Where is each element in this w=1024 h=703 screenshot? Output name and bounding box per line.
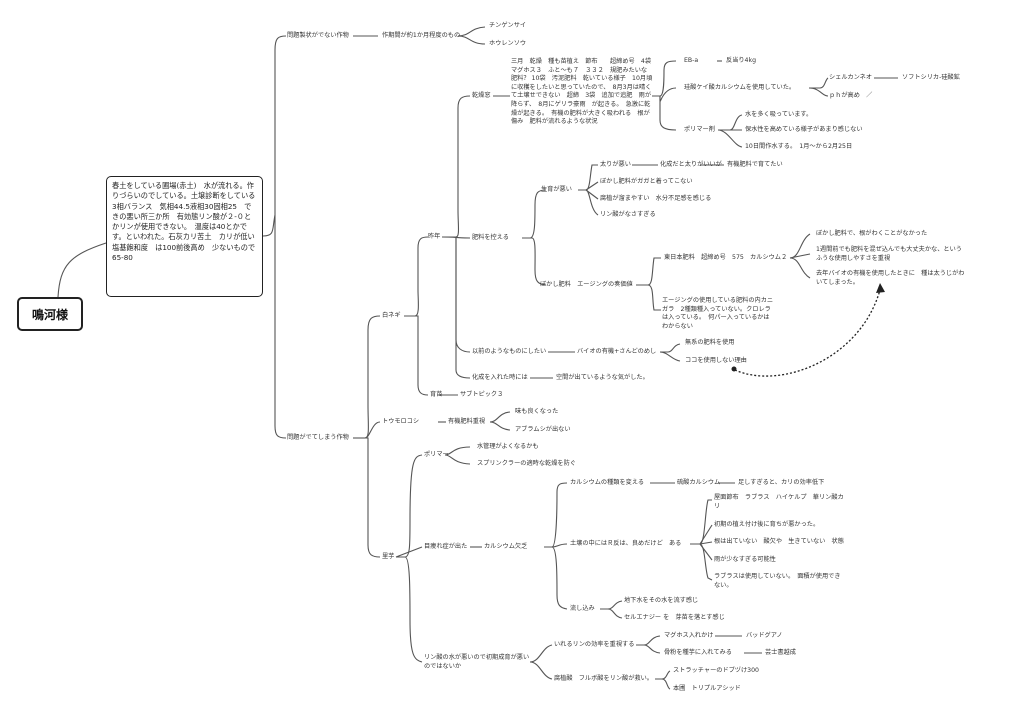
sakunen-node[interactable]: 昨年 xyxy=(428,233,441,240)
tohi-item-2[interactable]: 1週間前でも肥料を混ぜ込んでも大丈夫かな、というふうな使用しやすさを重視 xyxy=(816,246,962,262)
bio-node[interactable]: バイオの有機+さんどのめし xyxy=(577,348,657,355)
satoimo-node[interactable]: 里芋 xyxy=(382,553,395,560)
root-node[interactable]: 鳴河様 xyxy=(17,297,83,331)
shurui-node[interactable]: カルシウムの種類を変える xyxy=(570,479,645,486)
satoimo-polymer-node[interactable]: ポリマー xyxy=(424,451,449,458)
dojo-item-1[interactable]: 屋面節布 ラブラス ハイケルプ 華リン酸カリ xyxy=(714,494,844,510)
tomorokoshi-sub[interactable]: 有機肥料重視 xyxy=(448,418,486,425)
ijou-item-1[interactable]: 無系の肥料を使用 xyxy=(685,339,735,346)
calcium-node[interactable]: カルシウム欠乏 xyxy=(484,543,528,550)
fulvo-item-2[interactable]: 本圃 トリプルアシッド xyxy=(673,685,741,692)
crop-hourensou[interactable]: ホウレンソウ xyxy=(489,40,527,47)
tomorokoshi-item-2[interactable]: アブラムシが出ない xyxy=(515,426,571,433)
seiiku-item-2[interactable]: 腐植が溜まやすい 水分不足感を感じる xyxy=(600,195,712,202)
arrowhead xyxy=(876,283,885,293)
dojo-item-2[interactable]: 初期の植え付け後に育ちが悪かった。 xyxy=(714,521,820,528)
softsilica-node[interactable]: ソフトシリカ-硅酸鉱 xyxy=(902,74,960,81)
seiiku-item-3[interactable]: リン酸がなさすぎる xyxy=(600,211,656,218)
kasei-good-node[interactable]: 化成だと太りがいいが xyxy=(660,161,722,168)
tohi-node[interactable]: 東日本肥料 超締め号 575 カルシウム２ xyxy=(664,254,788,261)
dojo-item-4[interactable]: 雨が少なすぎる可能性 xyxy=(714,556,776,563)
polymer-item-1[interactable]: 水を多く吸っています。 xyxy=(745,111,813,118)
polymer-agent-node[interactable]: ポリマー剤 xyxy=(684,126,715,133)
ijou-item-2[interactable]: ココを使用しない理由 xyxy=(685,357,747,364)
eb-value[interactable]: 反当り4kg xyxy=(726,57,757,64)
ryusan-note[interactable]: 足しすぎると、カリの効率低下 xyxy=(738,479,825,486)
relation-start-dot xyxy=(731,366,737,372)
ikubyo-node[interactable]: 育苗 xyxy=(430,391,443,398)
dojo-item-3[interactable]: 根は出ていない 酸欠や 生きていない 状態 xyxy=(714,538,844,545)
satoimo-polymer-item-2[interactable]: スプリンクラーの適時な乾燥を防ぐ xyxy=(477,460,576,467)
ph-node[interactable]: ｐｈが高め ／ xyxy=(829,92,873,99)
ryusan-node[interactable]: 硫酸カルシウム xyxy=(677,479,721,486)
futori-node[interactable]: 太りが悪い xyxy=(600,161,631,168)
keisan-node[interactable]: 珪酸ケイ酸カルシウムを使用していた。 xyxy=(684,84,796,91)
kanso-node[interactable]: 乾燥窓 xyxy=(472,92,491,99)
kotsufun-value[interactable]: 芸士書越成 xyxy=(765,649,796,656)
satoimo-polymer-item-1[interactable]: 水管理がよくなるかも xyxy=(477,443,539,450)
short-period-node[interactable]: 作期間が約1か月程度のもの xyxy=(382,32,461,39)
no-problem-crops-node[interactable]: 問題製状がでない作物 xyxy=(287,32,349,39)
maghos-node[interactable]: マグホス入れかけ xyxy=(664,632,714,639)
ijou-node[interactable]: 以前のようなものにしたい xyxy=(472,348,547,355)
tohi-item-3[interactable]: 去年バイオの有機を使用したときに 種は太うじがわいてしまった。 xyxy=(816,270,965,286)
nagare-item-1[interactable]: 地下水をその水を流す感じ xyxy=(624,597,699,604)
root-note[interactable]: 春土をしている圃場(赤土) 水が流れる。作りづらいのでしている。土壌診断をしてい… xyxy=(106,176,263,297)
kouritsu-node[interactable]: いれるリンの効率を重視する xyxy=(554,641,635,648)
maghos-value[interactable]: バッドグアノ xyxy=(746,632,783,639)
bokashi-node[interactable]: ぼかし肥料 エージングの奏価値 xyxy=(540,281,633,288)
kanso-desc[interactable]: 三月 乾燥 種も苗植え 節布 超締め号 4袋 マグホス３ ふと～も７ ３３２ 規… xyxy=(511,58,658,126)
tomorokoshi-item-1[interactable]: 味も良くなった xyxy=(515,408,559,415)
polymer-item-2[interactable]: 保水性を高めている様子があまり感じない xyxy=(745,126,863,133)
polymer-item-3[interactable]: 10日間作水する。 1月～から2月25日 xyxy=(745,143,853,150)
kasei-node[interactable]: 化成を入れた時には xyxy=(472,374,528,381)
aging-node[interactable]: エージングの使用している肥料の内カニガラ 2種類種入っていない。クロレラは入って… xyxy=(662,297,774,330)
problem-crops-node[interactable]: 問題がでてしまう作物 xyxy=(287,434,349,441)
shironegi-node[interactable]: 白ネギ xyxy=(382,312,401,319)
shiori-node[interactable]: 目痩れ症が出た xyxy=(424,543,468,550)
ikubyo-value[interactable]: サブトピック３ xyxy=(460,391,504,398)
dojo-item-5[interactable]: ラブラスは使用していない。 面積が使用できない。 xyxy=(714,573,841,589)
fulvo-item-1[interactable]: ストラッチャーのドブヅけ300 xyxy=(673,667,759,674)
seiiku-item-1[interactable]: ぼかし肥料がガガと着ってこない xyxy=(600,178,693,185)
tohi-item-1[interactable]: ぼかし肥料で、根がわくことがなかった xyxy=(816,230,928,237)
eb-node[interactable]: EB-a xyxy=(684,57,699,64)
kotsufun-node[interactable]: 骨粉を種芋に入れてみる xyxy=(664,649,732,656)
nagare-node[interactable]: 流し込み xyxy=(570,605,595,612)
dojo-node[interactable]: 土壌の中にはＲ反は、良めだけど ある xyxy=(570,540,682,547)
shellkan-node[interactable]: シェルカンネオ xyxy=(829,74,873,81)
tomorokoshi-node[interactable]: トウモロコシ xyxy=(382,418,420,425)
kasei-value[interactable]: 空間が出ているような気がした。 xyxy=(556,374,649,381)
fulvo-node[interactable]: 腐植酸 フルボ酸をリン酸が救い。 xyxy=(554,675,653,682)
crop-chingensai[interactable]: チンゲンサイ xyxy=(489,22,527,29)
seiiku-node[interactable]: 生育が悪い xyxy=(541,186,572,193)
nagare-item-2[interactable]: セルエナジー を 芽苗を落とす感じ xyxy=(624,614,725,621)
yuuki-node[interactable]: 有機肥料で育てたい xyxy=(727,161,783,168)
hiryou-node[interactable]: 肥料を控える xyxy=(472,234,509,241)
rinsan-node[interactable]: リン酸の水が悪いので初期成育が悪いのではないか xyxy=(424,654,530,670)
